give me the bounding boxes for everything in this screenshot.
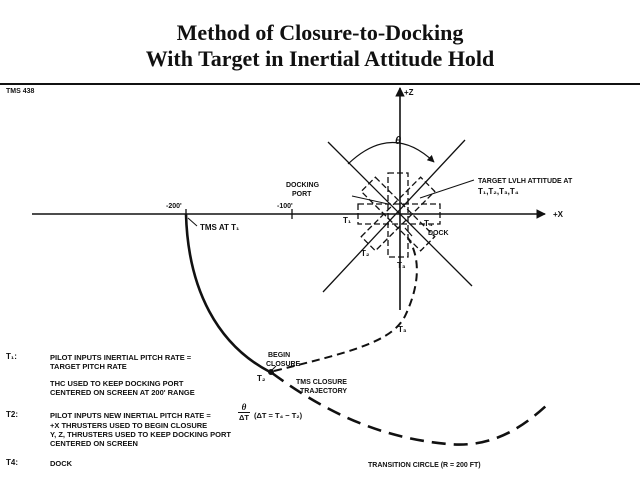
attitude-line-a — [327, 141, 473, 287]
docking-port-label-1: DOCKING — [286, 182, 320, 189]
note-t2-fraction-numerator: θ — [241, 402, 247, 412]
t1-marker-label: T₁ — [343, 216, 352, 225]
note-t2-fraction: θ ΔT — [238, 402, 250, 422]
attitude-line-b — [322, 139, 466, 293]
note-t1-line-4: CENTERED ON SCREEN AT 200' RANGE — [50, 388, 195, 397]
note-t4-key: T4: — [6, 458, 18, 467]
target-attitude-box-diag-b — [360, 176, 436, 252]
tms-approach-arc — [184, 213, 271, 374]
x-axis-label: +X — [553, 210, 564, 219]
title-line-1: Method of Closure-to-Docking — [176, 20, 464, 45]
title-divider — [0, 83, 640, 85]
begin-closure-label-2: CLOSURE — [266, 361, 301, 368]
target-lvlh-times: T₁,T₂,T₃,T₄ — [478, 187, 519, 196]
tick-200-label: -200' — [166, 203, 182, 210]
title-line-2: With Target in Inertial Attitude Hold — [145, 46, 495, 71]
dock-marker — [404, 227, 413, 237]
docking-port-label-2: PORT — [292, 191, 312, 198]
note-t1-key: T₁: — [6, 352, 17, 361]
note-t2-line-2: +X THRUSTERS USED TO BEGIN CLOSURE — [50, 421, 208, 430]
note-t1-line-3: THC USED TO KEEP DOCKING PORT — [50, 379, 184, 388]
note-t2-line-4: CENTERED ON SCREEN — [50, 439, 138, 448]
begin-closure-label-1: BEGIN — [268, 352, 290, 359]
z-axis-label: +Z — [404, 88, 414, 97]
transition-circle-dashed — [271, 371, 549, 446]
note-t1-text: PILOT INPUTS INERTIAL PITCH RATE = TARGE… — [50, 353, 195, 397]
target-lvlh-pointer — [419, 179, 475, 199]
target-lvlh-label: TARGET LVLH ATTITUDE AT — [478, 178, 573, 185]
target-attitude-box-diag-a — [360, 176, 436, 252]
t2-marker-label: T₂ — [361, 249, 370, 258]
docking-port-pointer — [351, 195, 389, 205]
tms-at-t1-label: TMS AT T₁ — [200, 223, 240, 232]
tms-at-t1-pointer — [187, 217, 198, 227]
target-attitude-box-horizontal — [357, 203, 441, 225]
note-t1-line-1: PILOT INPUTS INERTIAL PITCH RATE = — [50, 353, 192, 362]
tms-closure-trajectory — [273, 237, 418, 372]
tms-closure-label-1: TMS CLOSURE — [296, 379, 347, 386]
transition-circle-label: TRANSITION CIRCLE (R = 200 FT) — [368, 462, 481, 469]
theta-arc — [347, 141, 435, 165]
t3-marker-label: T₃ — [397, 261, 406, 270]
t2-point — [268, 369, 274, 375]
tick-100-label: -100' — [277, 203, 293, 210]
note-t2-formula: (ΔT = T₄ − T₂) — [254, 411, 303, 420]
t4-marker-label: T₄ — [424, 219, 433, 228]
note-t2-line-1: PILOT INPUTS NEW INERTIAL PITCH RATE = — [50, 411, 211, 420]
t3-path-label: T₃ — [398, 325, 407, 334]
tms-closure-label-2: TRAJECTORY — [300, 388, 347, 395]
note-t2-line-3: Y, Z, THRUSTERS USED TO KEEP DOCKING POR… — [50, 430, 231, 439]
t2-path-label: T₂ — [257, 374, 266, 383]
note-t1-line-2: TARGET PITCH RATE — [50, 362, 127, 371]
dock-label: DOCK — [428, 230, 449, 237]
note-t4-line-1: DOCK — [50, 459, 73, 468]
document-code: TMS 438 — [6, 88, 35, 95]
note-t2-fraction-denominator: ΔT — [239, 413, 249, 422]
target-attitude-box-vertical — [387, 172, 409, 258]
note-t2-text: +X THRUSTERS USED TO BEGIN CLOSURE Y, Z,… — [50, 421, 231, 448]
note-t2-key: T2: — [6, 410, 18, 419]
theta-label: θ — [395, 135, 401, 147]
